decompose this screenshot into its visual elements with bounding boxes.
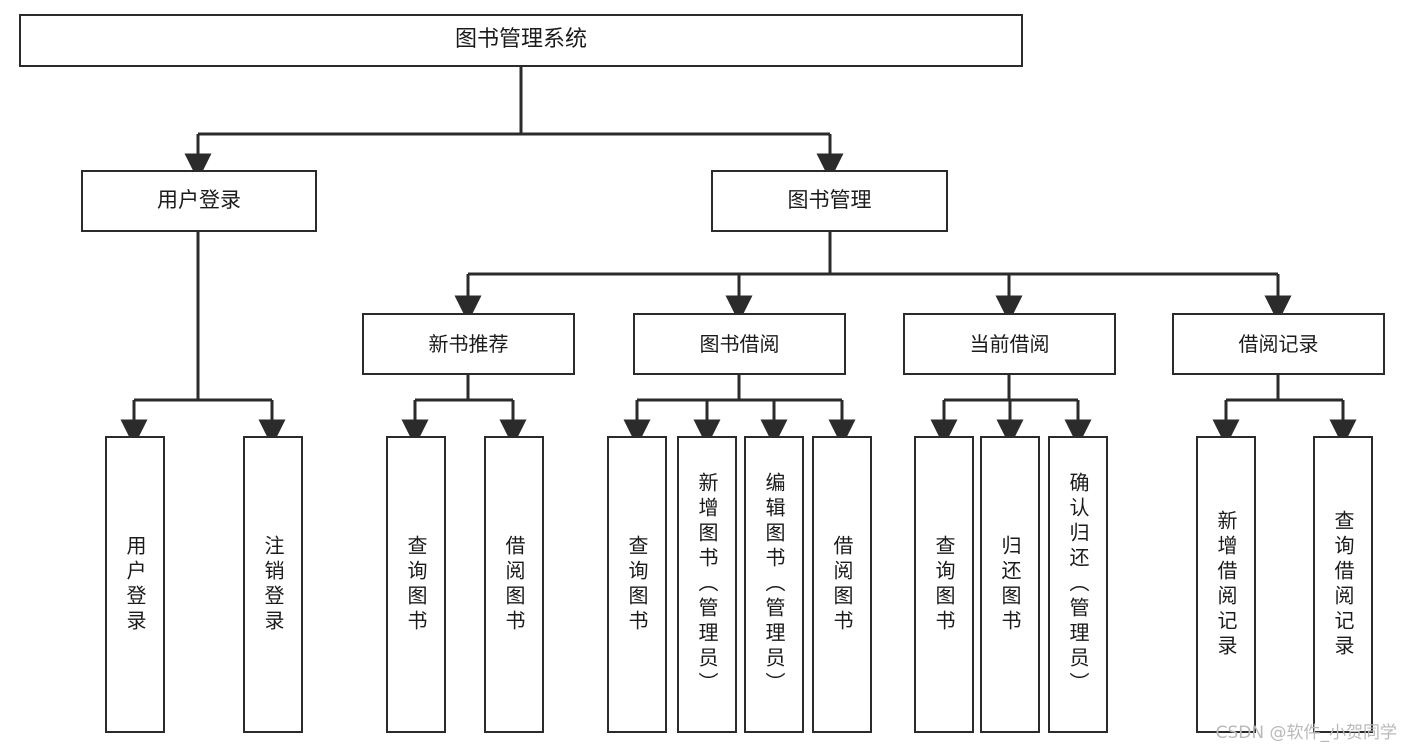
- node-label: 当前借阅: [969, 332, 1050, 356]
- leaf-query-book-new[interactable]: 查询图书: [386, 436, 446, 733]
- node-label: 图书管理: [787, 188, 872, 213]
- leaf-logout[interactable]: 注销登录: [243, 436, 303, 733]
- leaf-add-book-admin[interactable]: 新增图书（管理员）: [677, 436, 737, 733]
- leaf-query-book-current[interactable]: 查询图书: [914, 436, 974, 733]
- node-label: 图书借阅: [699, 332, 780, 356]
- leaf-confirm-return-admin[interactable]: 确认归还（管理员）: [1048, 436, 1108, 733]
- leaf-edit-book-admin[interactable]: 编辑图书（管理员）: [744, 436, 804, 733]
- node-label: 借阅记录: [1238, 332, 1319, 356]
- node-label: 新增借阅记录: [1214, 509, 1238, 660]
- leaf-add-borrow-record[interactable]: 新增借阅记录: [1196, 436, 1256, 733]
- leaf-query-borrow-record[interactable]: 查询借阅记录: [1313, 436, 1373, 733]
- node-label: 新书推荐: [428, 332, 509, 356]
- node-borrow-record[interactable]: 借阅记录: [1172, 313, 1385, 375]
- leaf-borrow-book-new[interactable]: 借阅图书: [484, 436, 544, 733]
- node-book-borrow[interactable]: 图书借阅: [633, 313, 846, 375]
- node-label: 图书管理系统: [454, 27, 587, 53]
- node-label: 用户登录: [123, 534, 147, 635]
- node-label: 注销登录: [261, 534, 285, 635]
- node-root-library-system[interactable]: 图书管理系统: [19, 14, 1023, 67]
- node-label: 查询图书: [932, 534, 956, 635]
- node-label: 确认归还（管理员）: [1066, 472, 1090, 697]
- node-book-management[interactable]: 图书管理: [711, 170, 948, 232]
- leaf-user-login[interactable]: 用户登录: [105, 436, 165, 733]
- node-label: 归还图书: [998, 534, 1022, 635]
- node-label: 查询图书: [625, 534, 649, 635]
- leaf-query-book-borrow[interactable]: 查询图书: [607, 436, 667, 733]
- node-new-book-recommend[interactable]: 新书推荐: [362, 313, 575, 375]
- node-label: 用户登录: [157, 188, 241, 213]
- node-user-login[interactable]: 用户登录: [81, 170, 317, 232]
- node-label: 查询图书: [404, 534, 428, 635]
- node-label: 借阅图书: [830, 534, 854, 635]
- watermark-text: CSDN @软件_小贺同学: [1215, 723, 1397, 743]
- node-label: 查询借阅记录: [1331, 509, 1355, 660]
- node-label: 新增图书（管理员）: [695, 472, 719, 697]
- node-label: 借阅图书: [502, 534, 526, 635]
- node-current-borrow[interactable]: 当前借阅: [903, 313, 1116, 375]
- leaf-borrow-book[interactable]: 借阅图书: [812, 436, 872, 733]
- leaf-return-book[interactable]: 归还图书: [980, 436, 1040, 733]
- node-label: 编辑图书（管理员）: [762, 472, 786, 697]
